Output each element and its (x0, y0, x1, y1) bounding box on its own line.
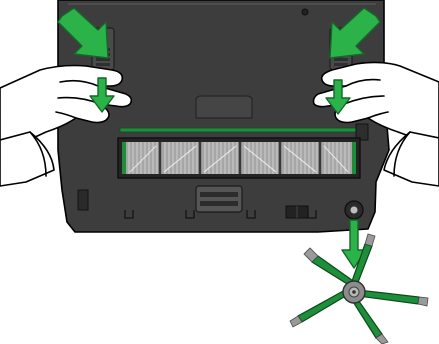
green-guide-strip (120, 128, 356, 132)
screw-icon (302, 9, 308, 15)
side-brush-hub (345, 201, 363, 219)
center-grip (196, 186, 242, 212)
brush-roll (118, 138, 360, 178)
center-plate (196, 96, 252, 118)
